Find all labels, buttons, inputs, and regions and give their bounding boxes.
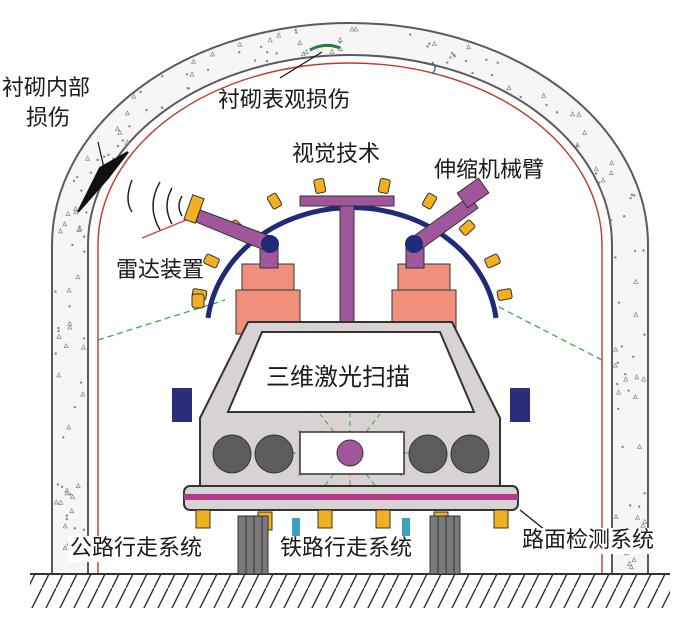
leader-road bbox=[520, 510, 545, 530]
laser-right bbox=[495, 305, 602, 360]
center-mast-top bbox=[300, 196, 394, 206]
label-telescopic-arm: 伸缩机械臂 bbox=[434, 158, 544, 184]
laser-left bbox=[98, 300, 225, 340]
label-highway-walking-system: 公路行走系统 bbox=[68, 536, 204, 562]
label-lining-internal-damage-line1: 衬砌内部 bbox=[2, 76, 90, 102]
radar-wave-icon bbox=[128, 180, 182, 230]
label-road-detection-system: 路面检测系统 bbox=[520, 528, 656, 554]
camera-icon bbox=[192, 294, 204, 308]
highway-wheel-left bbox=[238, 516, 268, 574]
label-lining-internal-damage-line2: 损伤 bbox=[26, 106, 70, 132]
right-telescopic-arm bbox=[392, 178, 489, 334]
road-sensor-icon bbox=[196, 510, 210, 528]
label-lining-surface-damage: 衬砌表观损伤 bbox=[218, 88, 350, 114]
camera-icon bbox=[422, 193, 438, 210]
label-laser-scan: 三维激光扫描 bbox=[266, 364, 410, 390]
camera-icon bbox=[203, 253, 220, 268]
headlight-4 bbox=[451, 435, 489, 473]
camera-icon bbox=[459, 219, 476, 236]
ground bbox=[30, 574, 670, 608]
camera-icon bbox=[267, 193, 283, 210]
highway-wheel-right bbox=[430, 516, 460, 574]
camera-icon bbox=[484, 253, 501, 268]
headlight-2 bbox=[255, 435, 293, 473]
camera-icon bbox=[313, 178, 326, 194]
camera-icon bbox=[378, 178, 391, 194]
headlight-3 bbox=[409, 435, 447, 473]
headlight-1 bbox=[213, 435, 251, 473]
road-sensor-icon bbox=[494, 510, 508, 528]
label-visual-tech: 视觉技术 bbox=[292, 142, 380, 168]
bumper-strip bbox=[184, 494, 518, 500]
left-mirror bbox=[172, 388, 192, 422]
label-radar-device: 雷达装置 bbox=[116, 258, 204, 284]
right-mirror bbox=[510, 388, 530, 422]
laser-scanner-disc bbox=[337, 440, 363, 466]
road-sensor-icon bbox=[318, 510, 332, 528]
camera-icon bbox=[497, 288, 513, 300]
label-railway-walking-system: 铁路行走系统 bbox=[278, 536, 414, 562]
road-sensor-icon bbox=[376, 510, 390, 528]
